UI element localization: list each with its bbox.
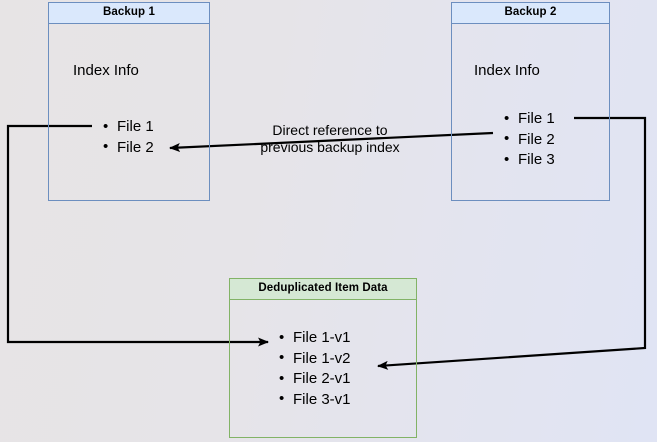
edge-label-line-1: Direct reference to [272, 122, 388, 138]
edge-label-line-2: previous backup index [260, 139, 400, 155]
list-item: File 1-v2 [279, 348, 350, 370]
list-item: File 3 [504, 150, 555, 171]
list-item: File 2-v1 [279, 369, 350, 390]
node-backup-2-body: Index Info File 1 File 2 File 3 [452, 24, 609, 200]
list-item: File 3-v1 [279, 389, 350, 411]
node-deduplicated-item-data-title: Deduplicated Item Data [230, 279, 416, 300]
list-item: File 1 [103, 117, 154, 138]
node-backup-1-subtitle: Index Info [73, 62, 139, 79]
list-item: File 1-v1 [279, 328, 350, 349]
node-backup-2-file-list: File 1 File 2 File 3 [502, 109, 555, 171]
list-item: File 2 [103, 137, 154, 159]
list-item: File 2 [504, 129, 555, 151]
node-backup-2-title: Backup 2 [452, 3, 609, 24]
node-deduplicated-file-list: File 1-v1 File 1-v2 File 2-v1 File 3-v1 [277, 328, 350, 411]
node-backup-2[interactable]: Backup 2 Index Info File 1 File 2 File 3 [451, 2, 610, 201]
node-backup-1-title: Backup 1 [49, 3, 209, 24]
node-backup-2-subtitle: Index Info [474, 62, 540, 79]
node-backup-1-body: Index Info File 1 File 2 [49, 24, 209, 200]
node-backup-1-file-list: File 1 File 2 [101, 117, 154, 158]
edge-label-direct-reference: Direct reference to previous backup inde… [245, 122, 415, 156]
node-deduplicated-item-data[interactable]: Deduplicated Item Data File 1-v1 File 1-… [229, 278, 417, 438]
list-item: File 1 [504, 109, 555, 130]
node-backup-1[interactable]: Backup 1 Index Info File 1 File 2 [48, 2, 210, 201]
node-deduplicated-item-data-body: File 1-v1 File 1-v2 File 2-v1 File 3-v1 [230, 300, 416, 437]
